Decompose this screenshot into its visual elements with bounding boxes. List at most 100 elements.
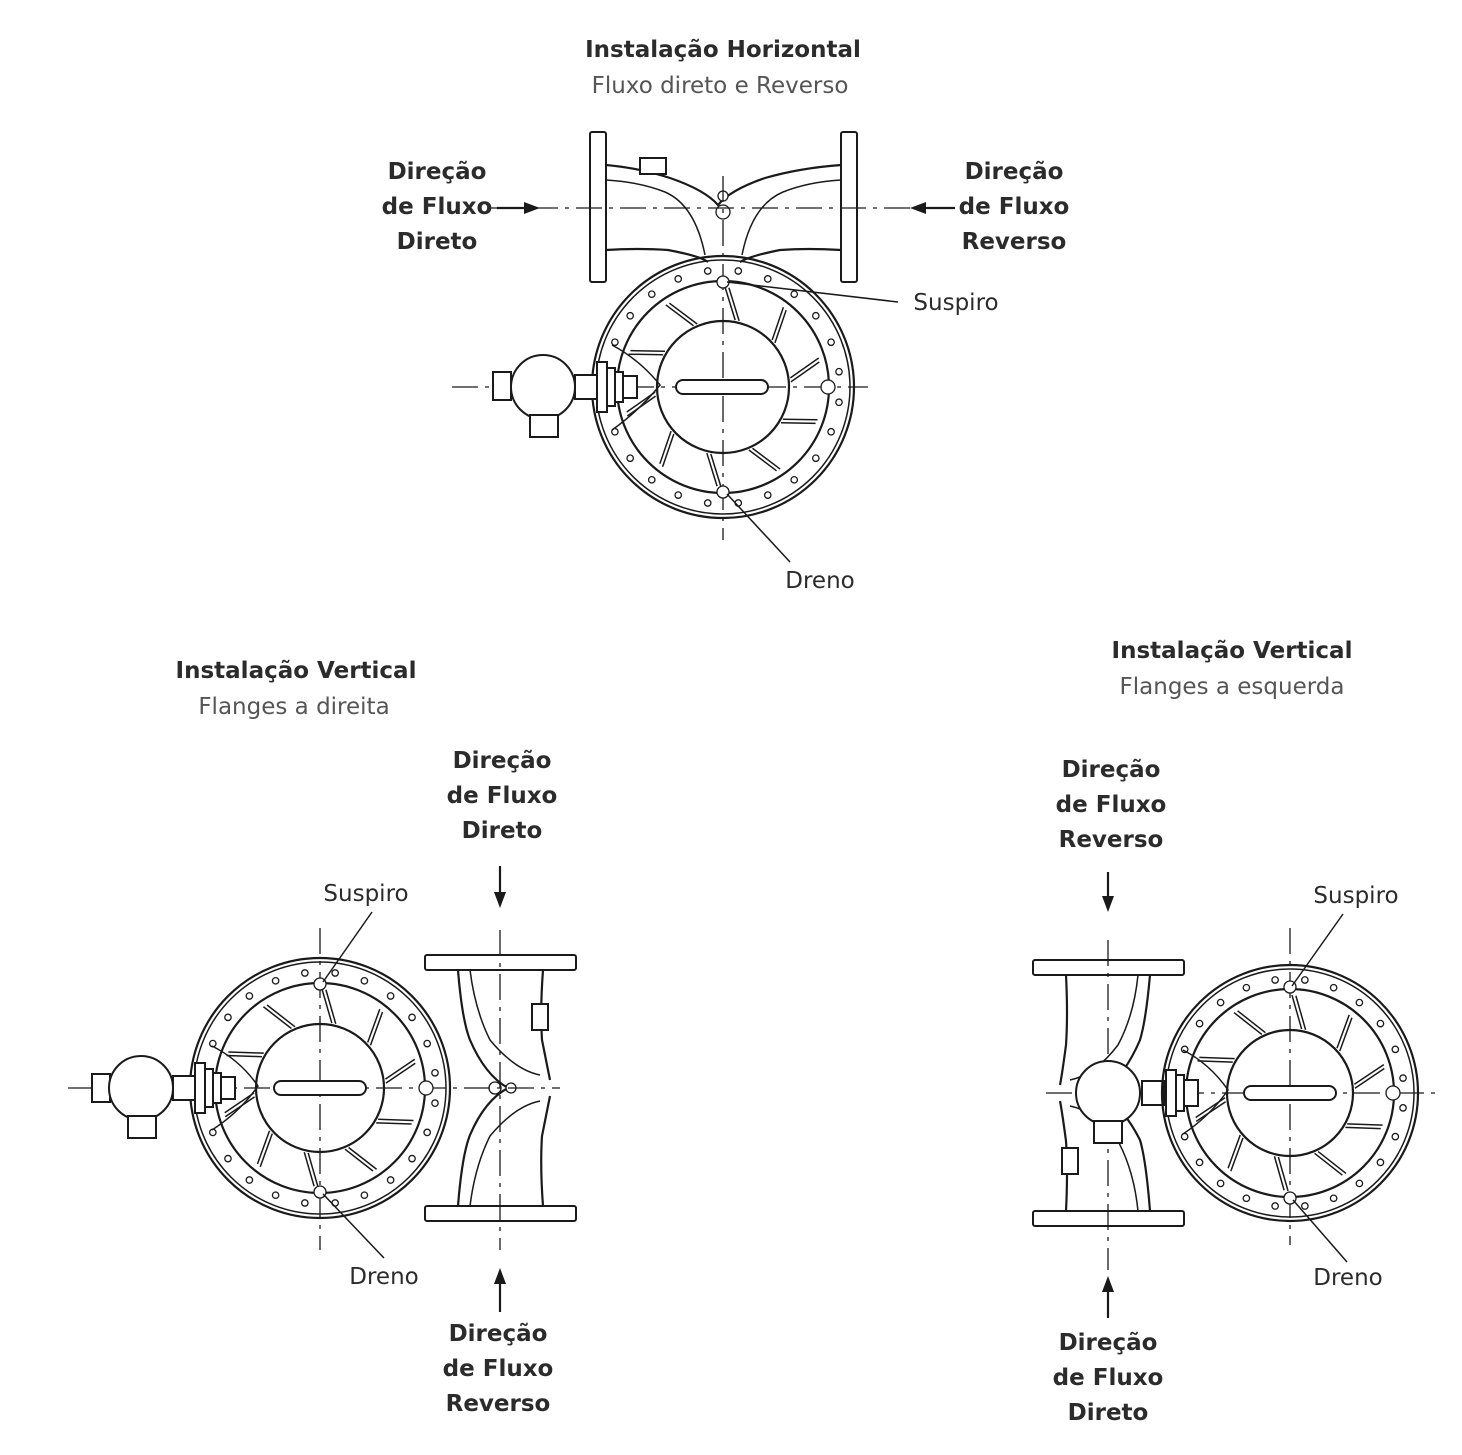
bolt-hole	[431, 1099, 439, 1107]
flow-arrow-reverse-icon	[494, 1268, 506, 1284]
bolt-hole	[703, 499, 712, 507]
horizontal-reverse-flow-label: Direção de Fluxo Reverso	[959, 155, 1070, 260]
bolt-hole	[835, 367, 843, 376]
bolt-hole	[1355, 998, 1364, 1007]
flow-label-line: de Fluxo	[1052, 1365, 1164, 1391]
bolt-hole	[224, 1013, 232, 1022]
bolt-hole	[647, 475, 656, 484]
flow-vane	[1314, 1150, 1347, 1176]
horizontal-vent-label: Suspiro	[913, 290, 999, 316]
bolt-hole	[703, 267, 712, 275]
bolt-hole	[423, 1128, 432, 1137]
bolt-hole	[1242, 983, 1251, 992]
flow-vane	[724, 286, 740, 322]
bolt-hole	[790, 475, 799, 484]
bolt-hole	[827, 427, 835, 436]
flow-label-line: de Fluxo	[958, 194, 1070, 220]
bolt-hole	[360, 1191, 369, 1200]
bolt-hole	[1329, 1194, 1338, 1203]
bolt-hole	[1391, 1045, 1400, 1054]
bolt-hole	[1301, 1202, 1309, 1210]
bolt-hole	[431, 1069, 439, 1077]
bolt-hole	[1355, 1179, 1364, 1188]
flow-vane	[344, 1146, 378, 1172]
flow-arrow-direct-icon	[494, 892, 506, 908]
vertical-right-vent-label: Suspiro	[323, 881, 409, 907]
bolt-hole	[1376, 1158, 1385, 1167]
bolt-hole	[245, 992, 254, 1000]
flow-vane	[376, 1118, 414, 1125]
bolt-hole	[224, 1154, 232, 1163]
vertical-right-direct-flow-label: Direção de Fluxo Direto	[447, 744, 558, 849]
bolt-hole	[811, 311, 820, 320]
bolt-hole	[1376, 1019, 1385, 1028]
flow-arrow-direct-icon	[524, 202, 540, 214]
bolt-hole	[423, 1039, 432, 1048]
flow-label-line: Direção	[387, 159, 487, 185]
bolt-hole	[626, 311, 635, 320]
flow-label-line: de Fluxo	[442, 1356, 554, 1382]
horizontal-installation-drawing	[452, 131, 962, 563]
flow-label-line: Reverso	[1058, 827, 1164, 853]
bolt-hole	[1271, 1202, 1279, 1210]
bolt-hole	[408, 1154, 416, 1163]
flow-label-line: de Fluxo	[1055, 792, 1167, 818]
flow-label-line: Direto	[1067, 1400, 1149, 1426]
bolt-hole	[1399, 1104, 1407, 1112]
flow-label-line: Reverso	[961, 229, 1067, 255]
flow-label-line: de Fluxo	[446, 783, 558, 809]
vertical-left-subtitle: Flanges a esquerda	[1119, 674, 1345, 700]
flow-vane	[262, 1004, 296, 1030]
vertical-left-installation-drawing	[1032, 872, 1440, 1318]
bolt-hole	[1195, 1019, 1204, 1028]
horizontal-title: Instalação Horizontal	[585, 37, 861, 63]
bolt-hole	[811, 454, 820, 463]
vertical-right-subtitle: Flanges a direita	[198, 694, 390, 720]
bolt-hole	[647, 290, 656, 299]
bolt-hole	[790, 290, 799, 299]
transmitter-housing	[1075, 1060, 1165, 1144]
flow-label-line: Direção	[452, 748, 552, 774]
flow-vane	[321, 988, 337, 1024]
bolt-hole	[245, 1176, 254, 1184]
flow-vane	[1336, 1014, 1353, 1052]
flow-vane	[780, 418, 818, 425]
bolt-hole	[271, 1191, 280, 1200]
bolt-hole	[271, 976, 280, 985]
bolt-hole	[626, 454, 635, 463]
bolt-hole	[1195, 1158, 1204, 1167]
vent-leader-line	[322, 911, 373, 983]
flow-vane	[1273, 1156, 1289, 1192]
bolt-hole	[1301, 976, 1309, 984]
flanged-pipe-body	[589, 131, 858, 283]
transmitter-housing	[91, 1055, 236, 1139]
flow-vane	[1345, 1123, 1383, 1130]
vent-leader-line	[726, 281, 899, 303]
flanged-pipe-body	[424, 954, 577, 1222]
bolt-hole	[360, 976, 369, 985]
flow-label-line: Direção	[1061, 757, 1161, 783]
bolt-hole	[1391, 1132, 1400, 1141]
flow-vane	[1227, 1134, 1244, 1172]
flow-vane	[628, 349, 666, 356]
bolt-hole	[1329, 983, 1338, 992]
flow-vane	[706, 452, 722, 488]
bolt-hole	[763, 491, 772, 499]
meter-body-flange	[590, 254, 856, 520]
bolt-hole	[674, 491, 683, 499]
flow-vane	[771, 307, 787, 344]
flow-label-line: Direção	[1058, 1330, 1158, 1356]
flow-label-line: de Fluxo	[381, 194, 493, 220]
horizontal-drain-label: Dreno	[785, 568, 855, 594]
vertical-right-drain-label: Dreno	[349, 1264, 419, 1290]
flow-vane	[748, 447, 781, 472]
flow-vane	[303, 1152, 319, 1188]
bolt-hole	[1399, 1074, 1407, 1082]
flow-label-line: Reverso	[445, 1391, 551, 1417]
drain-leader-line	[726, 493, 791, 563]
bolt-hole	[386, 992, 395, 1000]
flow-vane	[1233, 1010, 1266, 1036]
horizontal-direct-flow-label: Direção de Fluxo Direto	[382, 155, 493, 260]
flow-vane	[1354, 1063, 1385, 1089]
